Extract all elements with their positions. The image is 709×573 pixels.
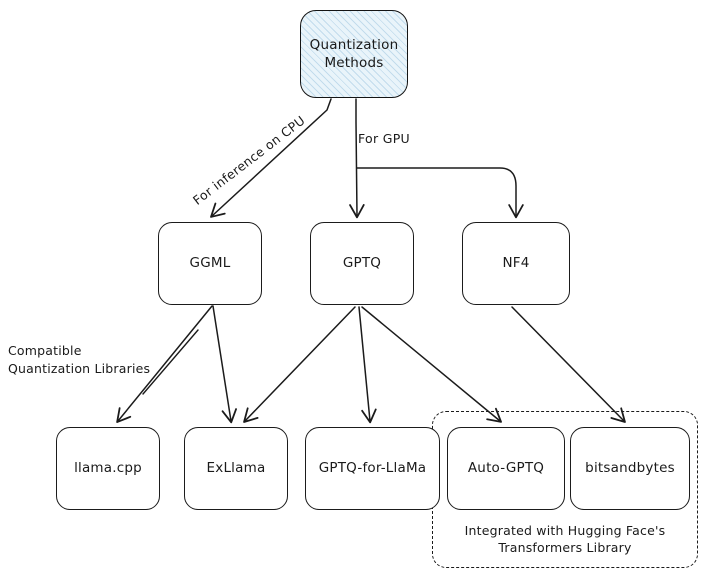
annotation-compatible-quantization-libraries: Compatible Quantization Libraries [8, 343, 151, 377]
edge-root-to-ggml [210, 98, 332, 218]
node-label-auto-gptq: Auto-GPTQ [467, 460, 545, 477]
node-label-gptq: GPTQ [342, 255, 382, 272]
edge-gptq-to-gptq-for-llama [358, 306, 377, 424]
node-ggml[interactable]: GGML [158, 222, 262, 305]
node-label-nf4: NF4 [502, 255, 530, 272]
node-label-quantization-methods: Quantization Methods [309, 36, 399, 71]
node-gptq-for-llama[interactable]: GPTQ-for-LlaMa [305, 427, 440, 510]
edge-label-for-gpu: For GPU [358, 131, 410, 146]
edge-root-to-nf4 [356, 167, 524, 219]
node-label-ggml: GGML [189, 255, 231, 272]
node-gptq[interactable]: GPTQ [310, 222, 414, 305]
edge-ggml-to-exllama [212, 305, 237, 424]
node-quantization-methods[interactable]: Quantization Methods [300, 10, 408, 98]
node-label-gptq-for-llama: GPTQ-for-LlaMa [318, 460, 427, 477]
edge-root-to-gptq [349, 98, 365, 219]
edge-gptq-to-auto-gptq [361, 306, 502, 423]
node-nf4[interactable]: NF4 [462, 222, 570, 305]
edge-nf4-to-bitsandbytes [511, 306, 626, 423]
node-exllama[interactable]: ExLlama [184, 427, 288, 510]
node-bitsandbytes[interactable]: bitsandbytes [570, 427, 690, 510]
node-label-bitsandbytes: bitsandbytes [585, 460, 675, 477]
transformers-group-caption: Integrated with Hugging Face's Transform… [464, 523, 666, 555]
edge-gptq-to-exllama [243, 306, 356, 423]
node-label-llama-cpp: llama.cpp [74, 460, 142, 477]
annotation-pointer-line [142, 329, 199, 395]
edge-label-for-inference-on-cpu: For inference on CPU [190, 112, 308, 208]
node-label-exllama: ExLlama [206, 460, 266, 477]
node-auto-gptq[interactable]: Auto-GPTQ [447, 427, 565, 510]
node-llama-cpp[interactable]: llama.cpp [56, 427, 160, 510]
